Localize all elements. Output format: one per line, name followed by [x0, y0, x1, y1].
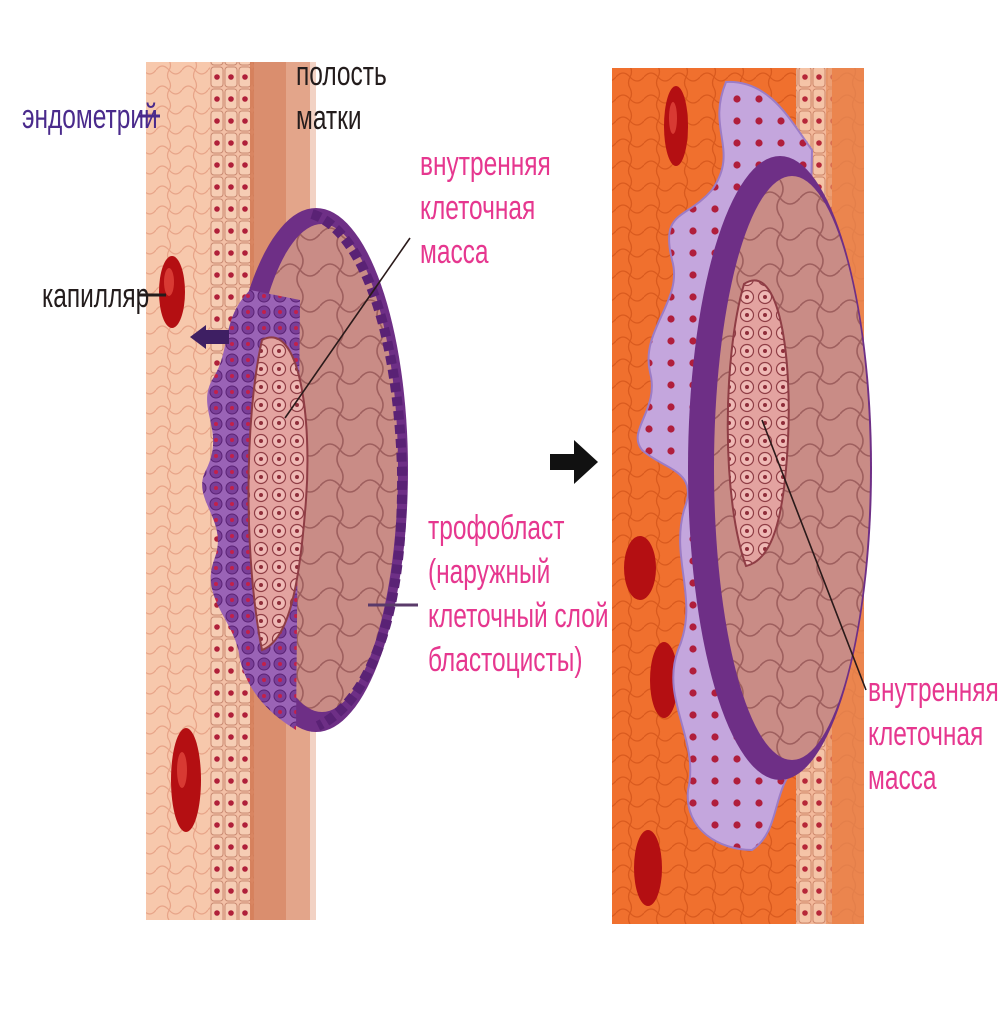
- label-endometrium: эндометрий: [22, 95, 158, 139]
- label-inner-cell-mass-left: внутренняя клеточная масса: [420, 142, 551, 274]
- label-capillary: капилляр: [42, 274, 149, 318]
- left-panel: [138, 62, 418, 920]
- arrow-right-icon: [550, 440, 598, 484]
- capillary-right-2: [624, 536, 656, 600]
- label-uterine-cavity: полость матки: [296, 52, 387, 140]
- capillary-right-4: [634, 830, 662, 906]
- label-trophoblast: трофобласт (наружный клеточный слой блас…: [428, 506, 609, 682]
- right-panel: [612, 68, 872, 924]
- label-inner-cell-mass-right: внутренняя клеточная масса: [868, 668, 999, 800]
